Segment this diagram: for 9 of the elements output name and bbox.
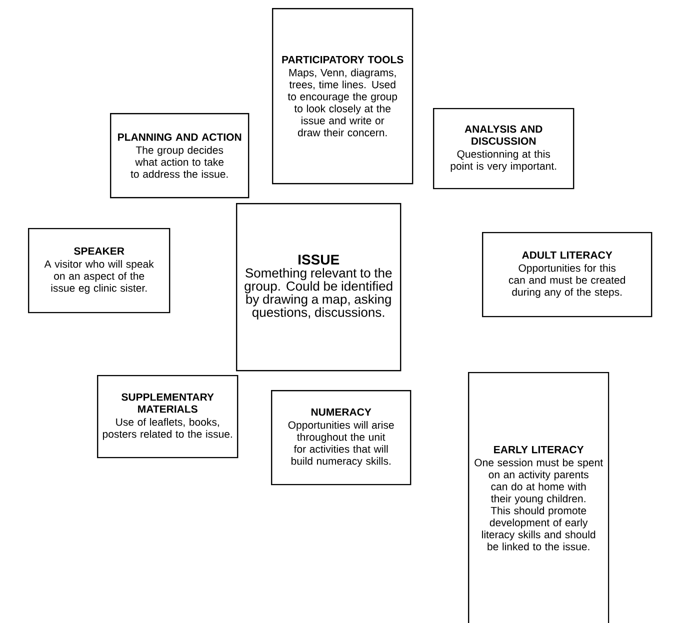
text-box: SPEAKER A visitor who will speak on an aspect of the issue eg clinic sister. <box>28 228 170 314</box>
text-box: EARLY LITERACY One session must be spent on an activity parents can do at home with their young children. This should promote development of early literacy skills and should be linked to the issue. <box>468 372 610 623</box>
issue-box: ISSUE Something relevant to the group. Could be identified by drawing a map, asking questions, discussions. <box>236 203 402 372</box>
text-box: NUMERACY Opportunities will arise throughout the unit for activities that will build numeracy skills. <box>271 390 412 486</box>
text-box: PARTICIPATORY TOOLS Maps, Venn, diagrams, trees, time lines. Used to encourage the group to look closely at the issue and write or draw their concern. <box>272 8 414 184</box>
text-box: ANALYSIS AND DISCUSSION Questionning at this point is very important. <box>433 108 574 190</box>
text-box: ADULT LITERACY Opportunities for this can and must be created during any of the steps. <box>482 232 652 318</box>
text-box: PLANNING AND ACTION The group decides what action to take to address the issue. <box>110 113 250 198</box>
text-box: SUPPLEMENTARY MATERIALS Use of leaflets, books, posters related to the issue. <box>97 374 238 458</box>
